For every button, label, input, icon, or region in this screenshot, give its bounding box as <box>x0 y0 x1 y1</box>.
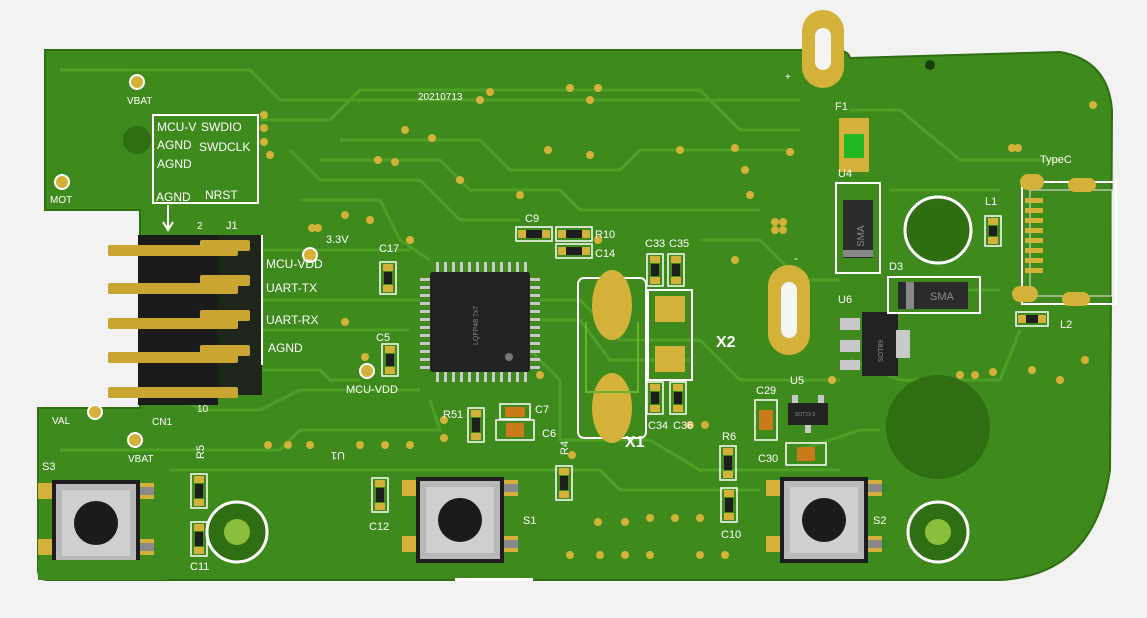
regulator-u6 <box>840 312 910 376</box>
x2-ref: X2 <box>716 334 736 351</box>
bottom-left-edge <box>38 560 168 580</box>
d3-marking: SMA <box>930 291 955 303</box>
label-mot: MOT <box>50 195 72 206</box>
ref-s2: S2 <box>873 515 886 527</box>
ref-r5: R5 <box>195 445 207 459</box>
ref-c11: C11 <box>190 561 209 573</box>
j1-ref: J1 <box>226 220 238 232</box>
ref-f1: F1 <box>835 101 848 113</box>
ref-labels: C17 C5 C9 R10 C14 C33 C35 C34 C36 R51 C7… <box>42 101 1072 573</box>
crystal-x1 <box>577 270 647 443</box>
ref-c17: C17 <box>379 243 399 255</box>
ref-l1: L1 <box>985 196 997 208</box>
ref-u1: U1 <box>331 449 345 461</box>
ref-c7: C7 <box>535 404 549 416</box>
regulator-u5 <box>788 395 828 433</box>
ref-u6: U6 <box>838 294 852 306</box>
battery-slot-minus-hole <box>781 282 797 338</box>
ref-r4: R4 <box>559 441 571 455</box>
date-code: 20210713 <box>418 92 463 103</box>
label-cn1: CN1 <box>152 417 172 428</box>
j1-pin-bottom: 10 <box>197 404 209 415</box>
traces <box>60 68 1060 492</box>
label-typec: TypeC <box>1040 154 1072 166</box>
ref-d3: D3 <box>889 261 903 273</box>
ref-r6: R6 <box>722 431 736 443</box>
ref-u4: U4 <box>838 168 852 180</box>
label-minus: - <box>794 251 798 265</box>
label-plus: + <box>785 72 791 83</box>
mount-pad-large <box>886 375 990 479</box>
ref-c33: C33 <box>645 238 665 250</box>
ref-c35: C35 <box>669 238 689 250</box>
mcu-chip <box>420 262 540 382</box>
swd-mcu-v: MCU-V <box>157 120 196 134</box>
ref-c9: C9 <box>525 213 539 225</box>
u6-marking: SOT89 <box>878 340 885 362</box>
swd-box <box>152 114 259 204</box>
j1-label-uart-rx: UART-RX <box>266 313 318 327</box>
u5-marking: SOT23-3 <box>795 412 816 418</box>
vias <box>260 60 1097 559</box>
ref-c30: C30 <box>758 453 778 465</box>
x1-ref: X1 <box>625 434 645 451</box>
tactile-switches <box>38 477 882 566</box>
mount-pad-topleft <box>123 126 151 154</box>
label-vbat-top: VBAT <box>127 96 152 107</box>
mount-hole-right-inner <box>910 202 966 258</box>
passives <box>190 215 1049 557</box>
ref-r10: R10 <box>595 229 615 241</box>
mcu-marking: LQFP48 7x7 <box>473 306 480 345</box>
ref-s3: S3 <box>42 461 55 473</box>
swd-arrow <box>162 205 174 232</box>
ref-c29: C29 <box>756 385 776 397</box>
battery-slot-plus-hole <box>815 28 831 70</box>
swd-nrst: NRST <box>205 188 238 202</box>
j1-pin-top: 2 <box>197 221 203 232</box>
diode-d3 <box>887 276 981 314</box>
swd-swdclk: SWDCLK <box>199 140 250 154</box>
label-3v3: 3.3V <box>326 234 349 246</box>
test-points <box>54 74 375 448</box>
fuse-f1 <box>839 118 869 172</box>
swd-agnd-1: AGND <box>157 138 192 152</box>
ref-c36: C36 <box>673 420 693 432</box>
ref-u5: U5 <box>790 375 804 387</box>
ref-c5: C5 <box>376 332 390 344</box>
j1-label-uart-tx: UART-TX <box>266 281 317 295</box>
mount-hole-bottomright-inner <box>925 519 951 545</box>
swd-swdio: SWDIO <box>201 120 242 134</box>
ref-l2: L2 <box>1060 319 1072 331</box>
mount-hole-bottomleft-inner <box>224 519 250 545</box>
tantalum-caps <box>495 399 827 466</box>
ref-c12: C12 <box>369 521 389 533</box>
ref-c6: C6 <box>542 428 556 440</box>
diode-u4 <box>835 182 881 274</box>
ref-c10: C10 <box>721 529 741 541</box>
label-mcu-vdd-pad: MCU-VDD <box>346 384 398 396</box>
usb-typec-connector <box>1012 174 1117 306</box>
ref-s1: S1 <box>523 515 536 527</box>
crystal-x2 <box>647 289 693 381</box>
u4-marking: SMA <box>856 225 867 247</box>
swd-agnd-3: AGND <box>156 190 191 204</box>
j1-label-agnd: AGND <box>268 341 303 355</box>
ref-c14: C14 <box>595 248 615 260</box>
ref-c34: C34 <box>648 420 668 432</box>
silk-strip-bottom <box>455 578 533 581</box>
label-vbat-bottom: VBAT <box>128 454 153 465</box>
ref-r51: R51 <box>443 409 463 421</box>
pin-header-j1 <box>108 235 262 405</box>
j1-label-mcu-vdd: MCU-VDD <box>266 257 323 271</box>
swd-agnd-2: AGND <box>157 157 192 171</box>
label-val: VAL <box>52 416 71 427</box>
